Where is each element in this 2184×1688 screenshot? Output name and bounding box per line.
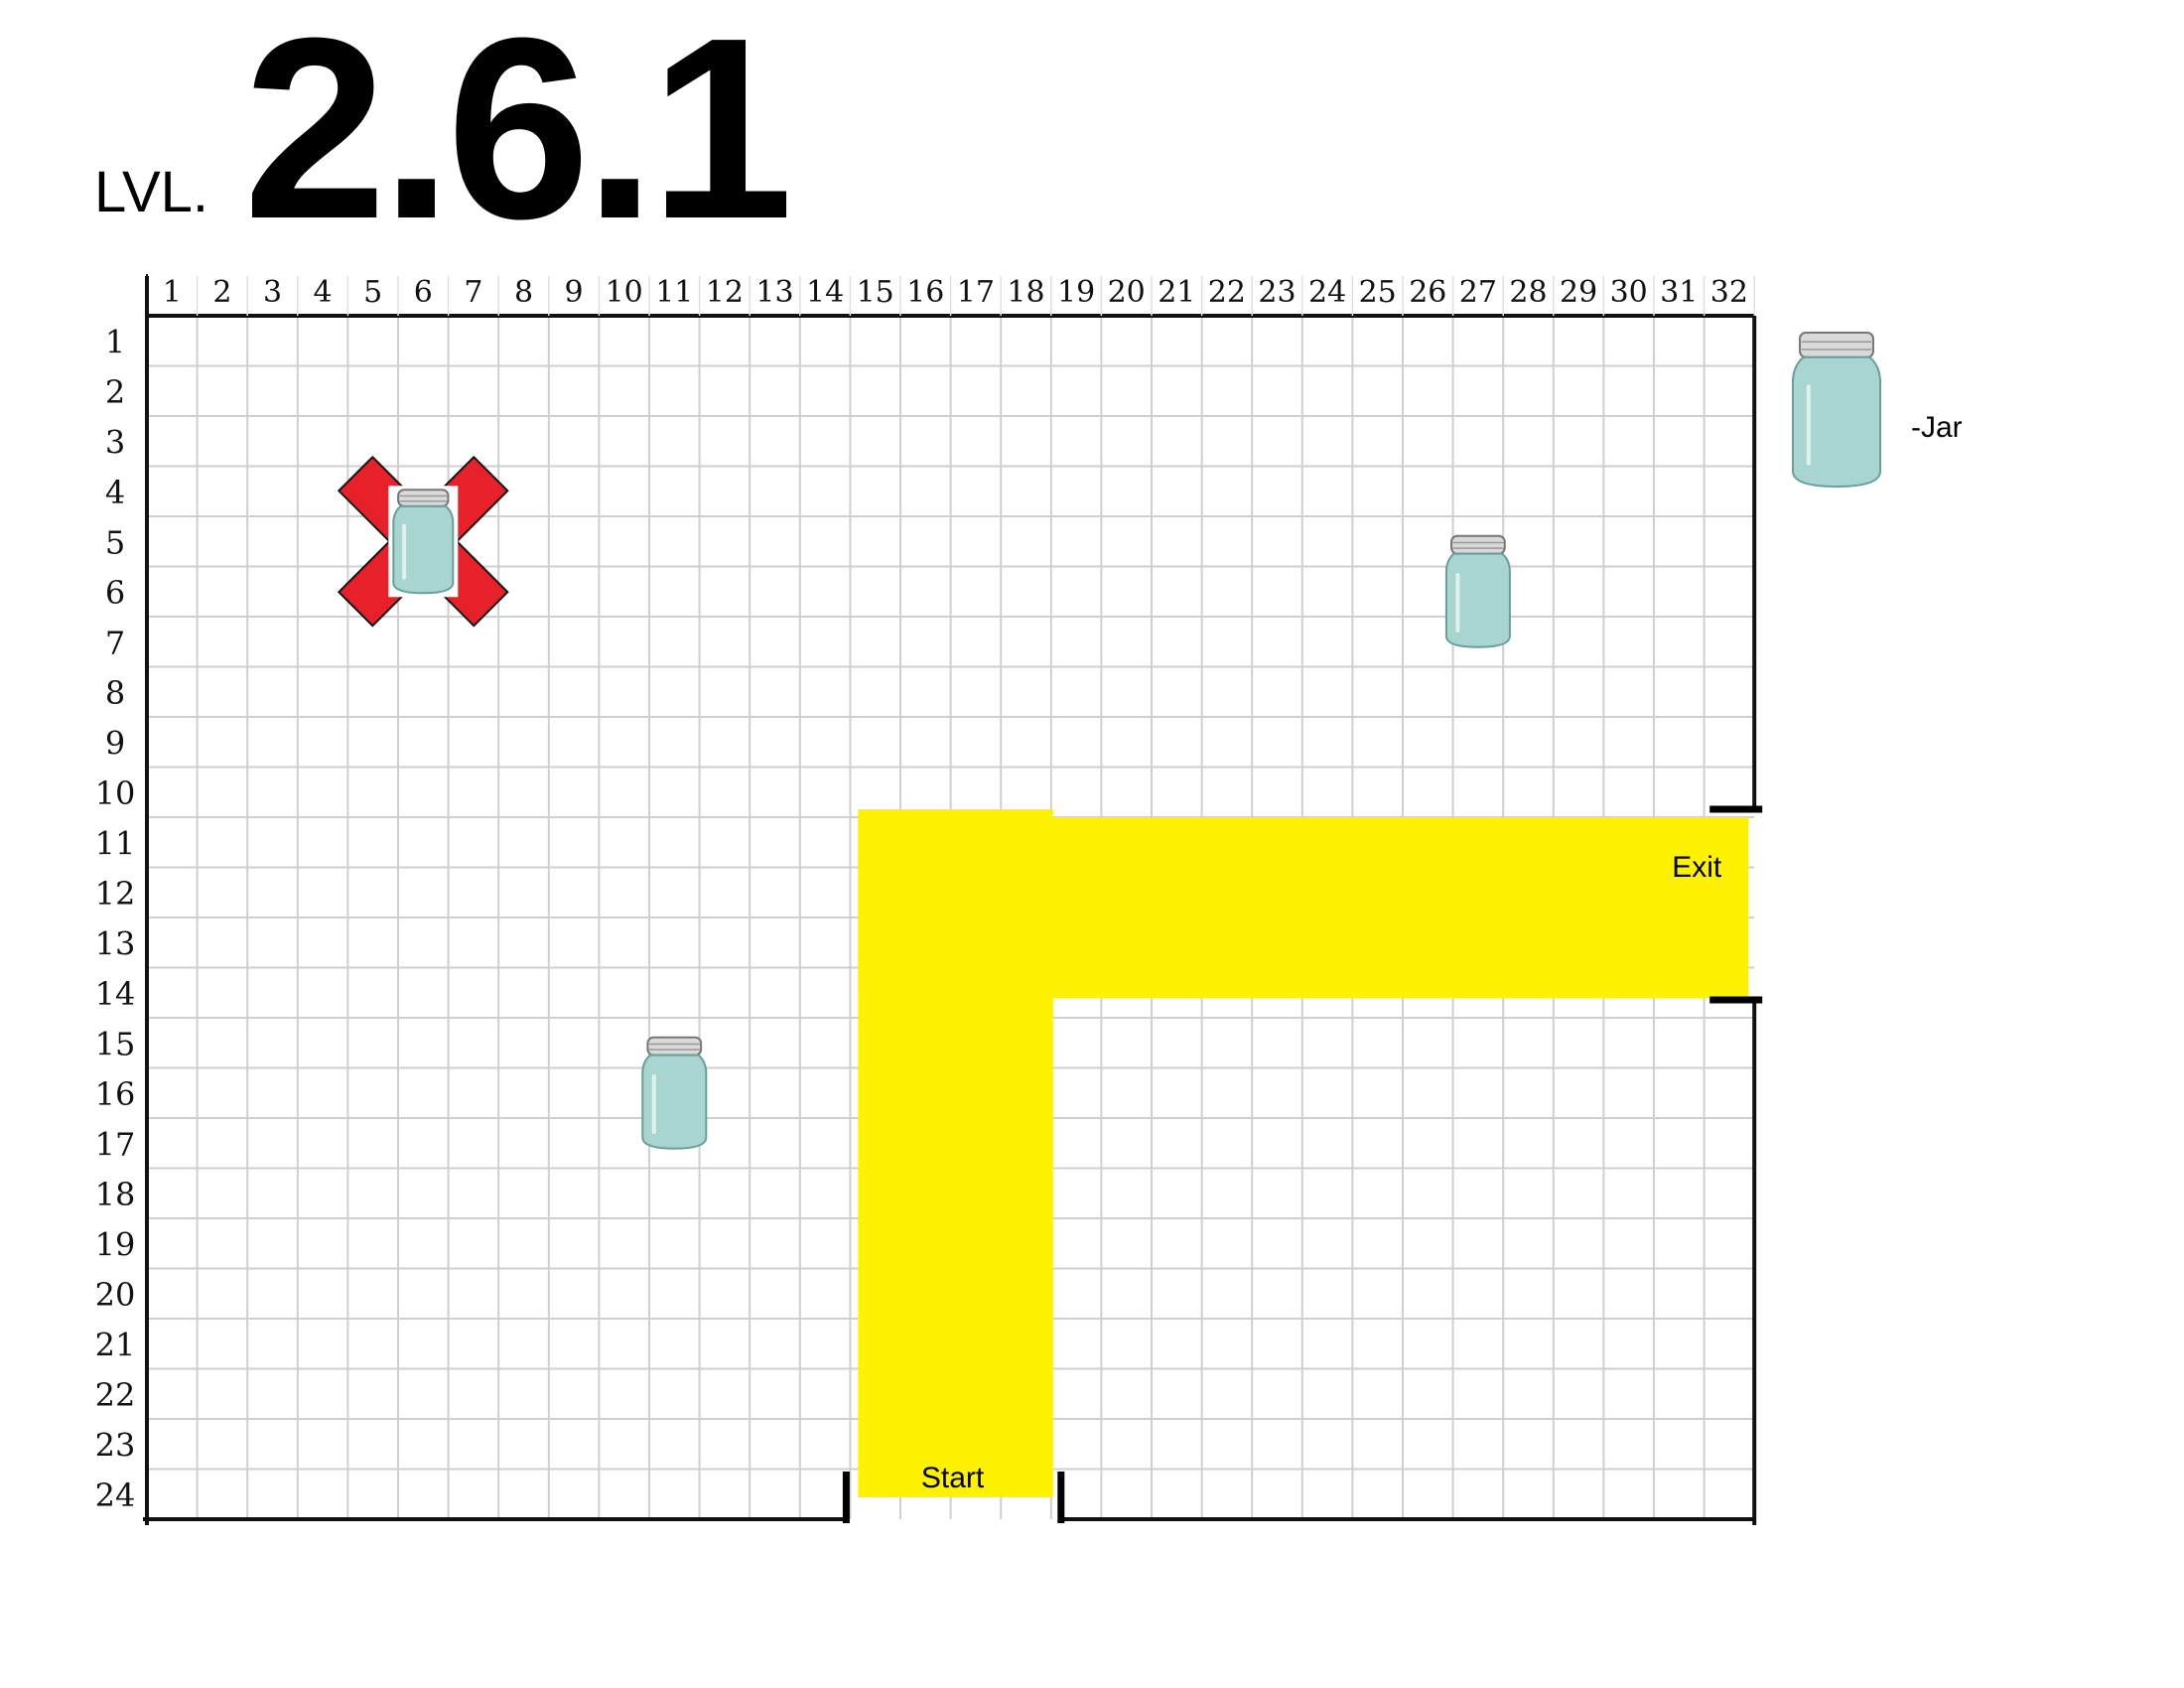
column-label: 8 bbox=[514, 275, 533, 310]
column-label: 1 bbox=[163, 275, 182, 310]
column-label: 25 bbox=[1359, 275, 1397, 310]
row-label: 21 bbox=[95, 1326, 136, 1363]
column-label: 20 bbox=[1108, 275, 1146, 310]
column-label: 13 bbox=[755, 275, 793, 310]
row-label: 9 bbox=[105, 724, 125, 762]
jar-icon bbox=[1792, 332, 1881, 489]
column-label: 2 bbox=[212, 275, 231, 310]
row-label: 24 bbox=[95, 1477, 136, 1514]
column-label: 29 bbox=[1560, 275, 1597, 310]
column-label: 16 bbox=[906, 275, 944, 310]
exit-label: Exit bbox=[1672, 851, 1722, 884]
jar-lid bbox=[1799, 332, 1874, 358]
legend bbox=[1792, 332, 1881, 489]
jar-icon bbox=[641, 1036, 708, 1150]
row-label: 7 bbox=[105, 624, 125, 661]
path-layer bbox=[858, 809, 1749, 1497]
column-label: 26 bbox=[1409, 275, 1446, 310]
column-label: 6 bbox=[414, 275, 433, 310]
jar-lid bbox=[397, 489, 450, 507]
column-label: 22 bbox=[1208, 275, 1246, 310]
row-label: 10 bbox=[95, 774, 136, 812]
row-label: 18 bbox=[95, 1176, 136, 1213]
column-label: 3 bbox=[263, 275, 282, 310]
column-label: 28 bbox=[1509, 275, 1547, 310]
column-label: 31 bbox=[1660, 275, 1698, 310]
jar-lid bbox=[646, 1036, 703, 1056]
row-label: 13 bbox=[95, 924, 136, 962]
column-label: 27 bbox=[1459, 275, 1497, 310]
row-label: 17 bbox=[95, 1125, 136, 1163]
column-label: 12 bbox=[706, 275, 744, 310]
jar-body bbox=[392, 504, 455, 595]
jar-layer bbox=[337, 455, 1511, 1150]
row-label: 8 bbox=[105, 674, 125, 712]
level-number: 2.6.1 bbox=[243, 0, 793, 273]
column-label: 10 bbox=[606, 275, 643, 310]
start-label: Start bbox=[921, 1462, 985, 1494]
column-label: 4 bbox=[314, 275, 333, 310]
column-label: 23 bbox=[1258, 275, 1296, 310]
column-label: 21 bbox=[1158, 275, 1195, 310]
row-label: 4 bbox=[105, 474, 125, 511]
row-label: 12 bbox=[95, 875, 136, 913]
level-prefix: LVL. bbox=[94, 160, 209, 224]
column-label: 15 bbox=[857, 275, 894, 310]
column-label: 24 bbox=[1308, 275, 1346, 310]
row-label: 23 bbox=[95, 1426, 136, 1464]
row-label: 11 bbox=[95, 824, 136, 862]
column-label: 11 bbox=[655, 275, 693, 310]
row-label: 19 bbox=[95, 1225, 136, 1263]
column-label: 9 bbox=[565, 275, 584, 310]
row-label: 1 bbox=[105, 323, 125, 360]
column-label: 32 bbox=[1710, 275, 1748, 310]
jar-body bbox=[1792, 355, 1881, 489]
jar-icon bbox=[1444, 534, 1511, 648]
column-label: 14 bbox=[806, 275, 844, 310]
row-label: 2 bbox=[105, 373, 125, 411]
row-label: 3 bbox=[105, 423, 125, 461]
jar-body bbox=[641, 1054, 708, 1150]
row-label: 22 bbox=[95, 1376, 136, 1414]
row-label: 20 bbox=[95, 1276, 136, 1314]
column-label: 30 bbox=[1610, 275, 1648, 310]
legend-jar-label: -Jar bbox=[1911, 411, 1963, 444]
jar-body bbox=[1444, 552, 1511, 648]
row-label: 16 bbox=[95, 1075, 136, 1113]
column-label: 18 bbox=[1007, 275, 1044, 310]
column-label: 19 bbox=[1057, 275, 1095, 310]
crossed-jar bbox=[337, 455, 509, 628]
column-label: 5 bbox=[363, 275, 382, 310]
column-label: 7 bbox=[464, 275, 482, 310]
row-label: 14 bbox=[95, 975, 136, 1013]
jar-lid bbox=[1450, 534, 1506, 555]
jar-icon bbox=[392, 489, 455, 595]
path-horizontal-segment bbox=[858, 817, 1749, 998]
row-label: 5 bbox=[105, 523, 125, 561]
row-label: 6 bbox=[105, 574, 125, 612]
row-label: 15 bbox=[95, 1025, 136, 1062]
column-label: 17 bbox=[957, 275, 995, 310]
